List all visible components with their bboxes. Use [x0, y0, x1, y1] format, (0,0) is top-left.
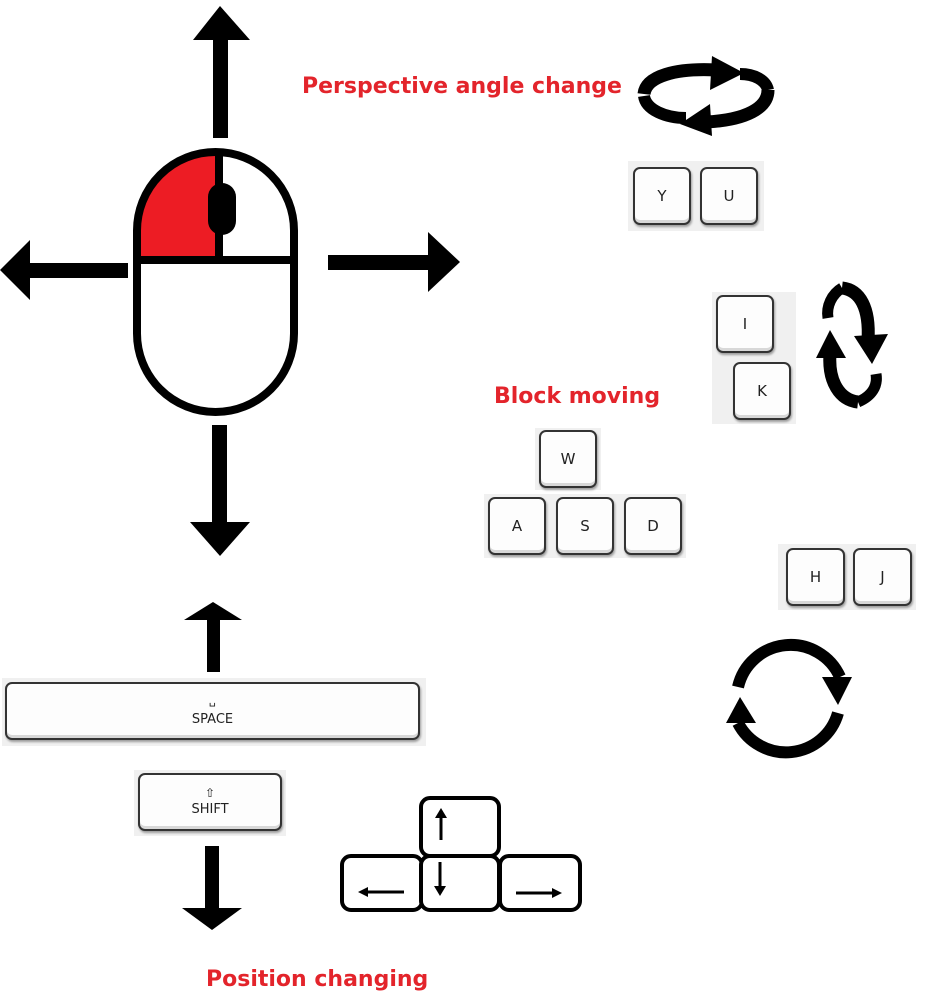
key-u[interactable]: U — [700, 167, 758, 225]
shift-arrow-icon: ⇧ — [204, 786, 216, 800]
mouse-right-arrow-icon — [328, 232, 460, 292]
arrow-down-key[interactable] — [419, 854, 501, 912]
arrow-left-key[interactable] — [340, 854, 424, 912]
mouse-up-arrow-icon — [193, 6, 250, 138]
key-j[interactable]: J — [853, 548, 912, 606]
horizontal-rotation-icon — [637, 56, 775, 136]
key-space-label: SPACE — [191, 712, 234, 727]
mouse-left-arrow-icon — [0, 240, 128, 300]
key-space[interactable]: ␣ SPACE — [5, 682, 420, 740]
space-up-arrow-icon — [184, 602, 242, 672]
key-h[interactable]: H — [786, 548, 845, 606]
key-w[interactable]: W — [539, 430, 597, 488]
key-shift[interactable]: ⇧ SHIFT — [138, 773, 282, 831]
arrow-up-key[interactable] — [419, 796, 501, 858]
block-moving-label: Block moving — [494, 384, 661, 409]
key-shift-label: SHIFT — [191, 802, 229, 817]
perspective-angle-label: Perspective angle change — [302, 74, 622, 99]
arrow-keys-icon — [340, 796, 582, 912]
circular-rotation-icon — [726, 638, 852, 759]
vertical-rotation-icon — [816, 281, 888, 409]
key-i[interactable]: I — [716, 295, 774, 353]
key-k[interactable]: K — [733, 362, 791, 420]
key-s[interactable]: S — [556, 497, 614, 555]
position-changing-label: Position changing — [206, 967, 429, 992]
shift-down-arrow-icon — [182, 846, 242, 930]
arrow-right-key[interactable] — [498, 854, 582, 912]
mouse-down-arrow-icon — [190, 425, 250, 556]
key-a[interactable]: A — [488, 497, 546, 555]
key-y[interactable]: Y — [633, 167, 691, 225]
space-symbol-icon: ␣ — [209, 694, 216, 707]
mouse-left-click-icon — [133, 148, 298, 416]
key-d[interactable]: D — [624, 497, 682, 555]
